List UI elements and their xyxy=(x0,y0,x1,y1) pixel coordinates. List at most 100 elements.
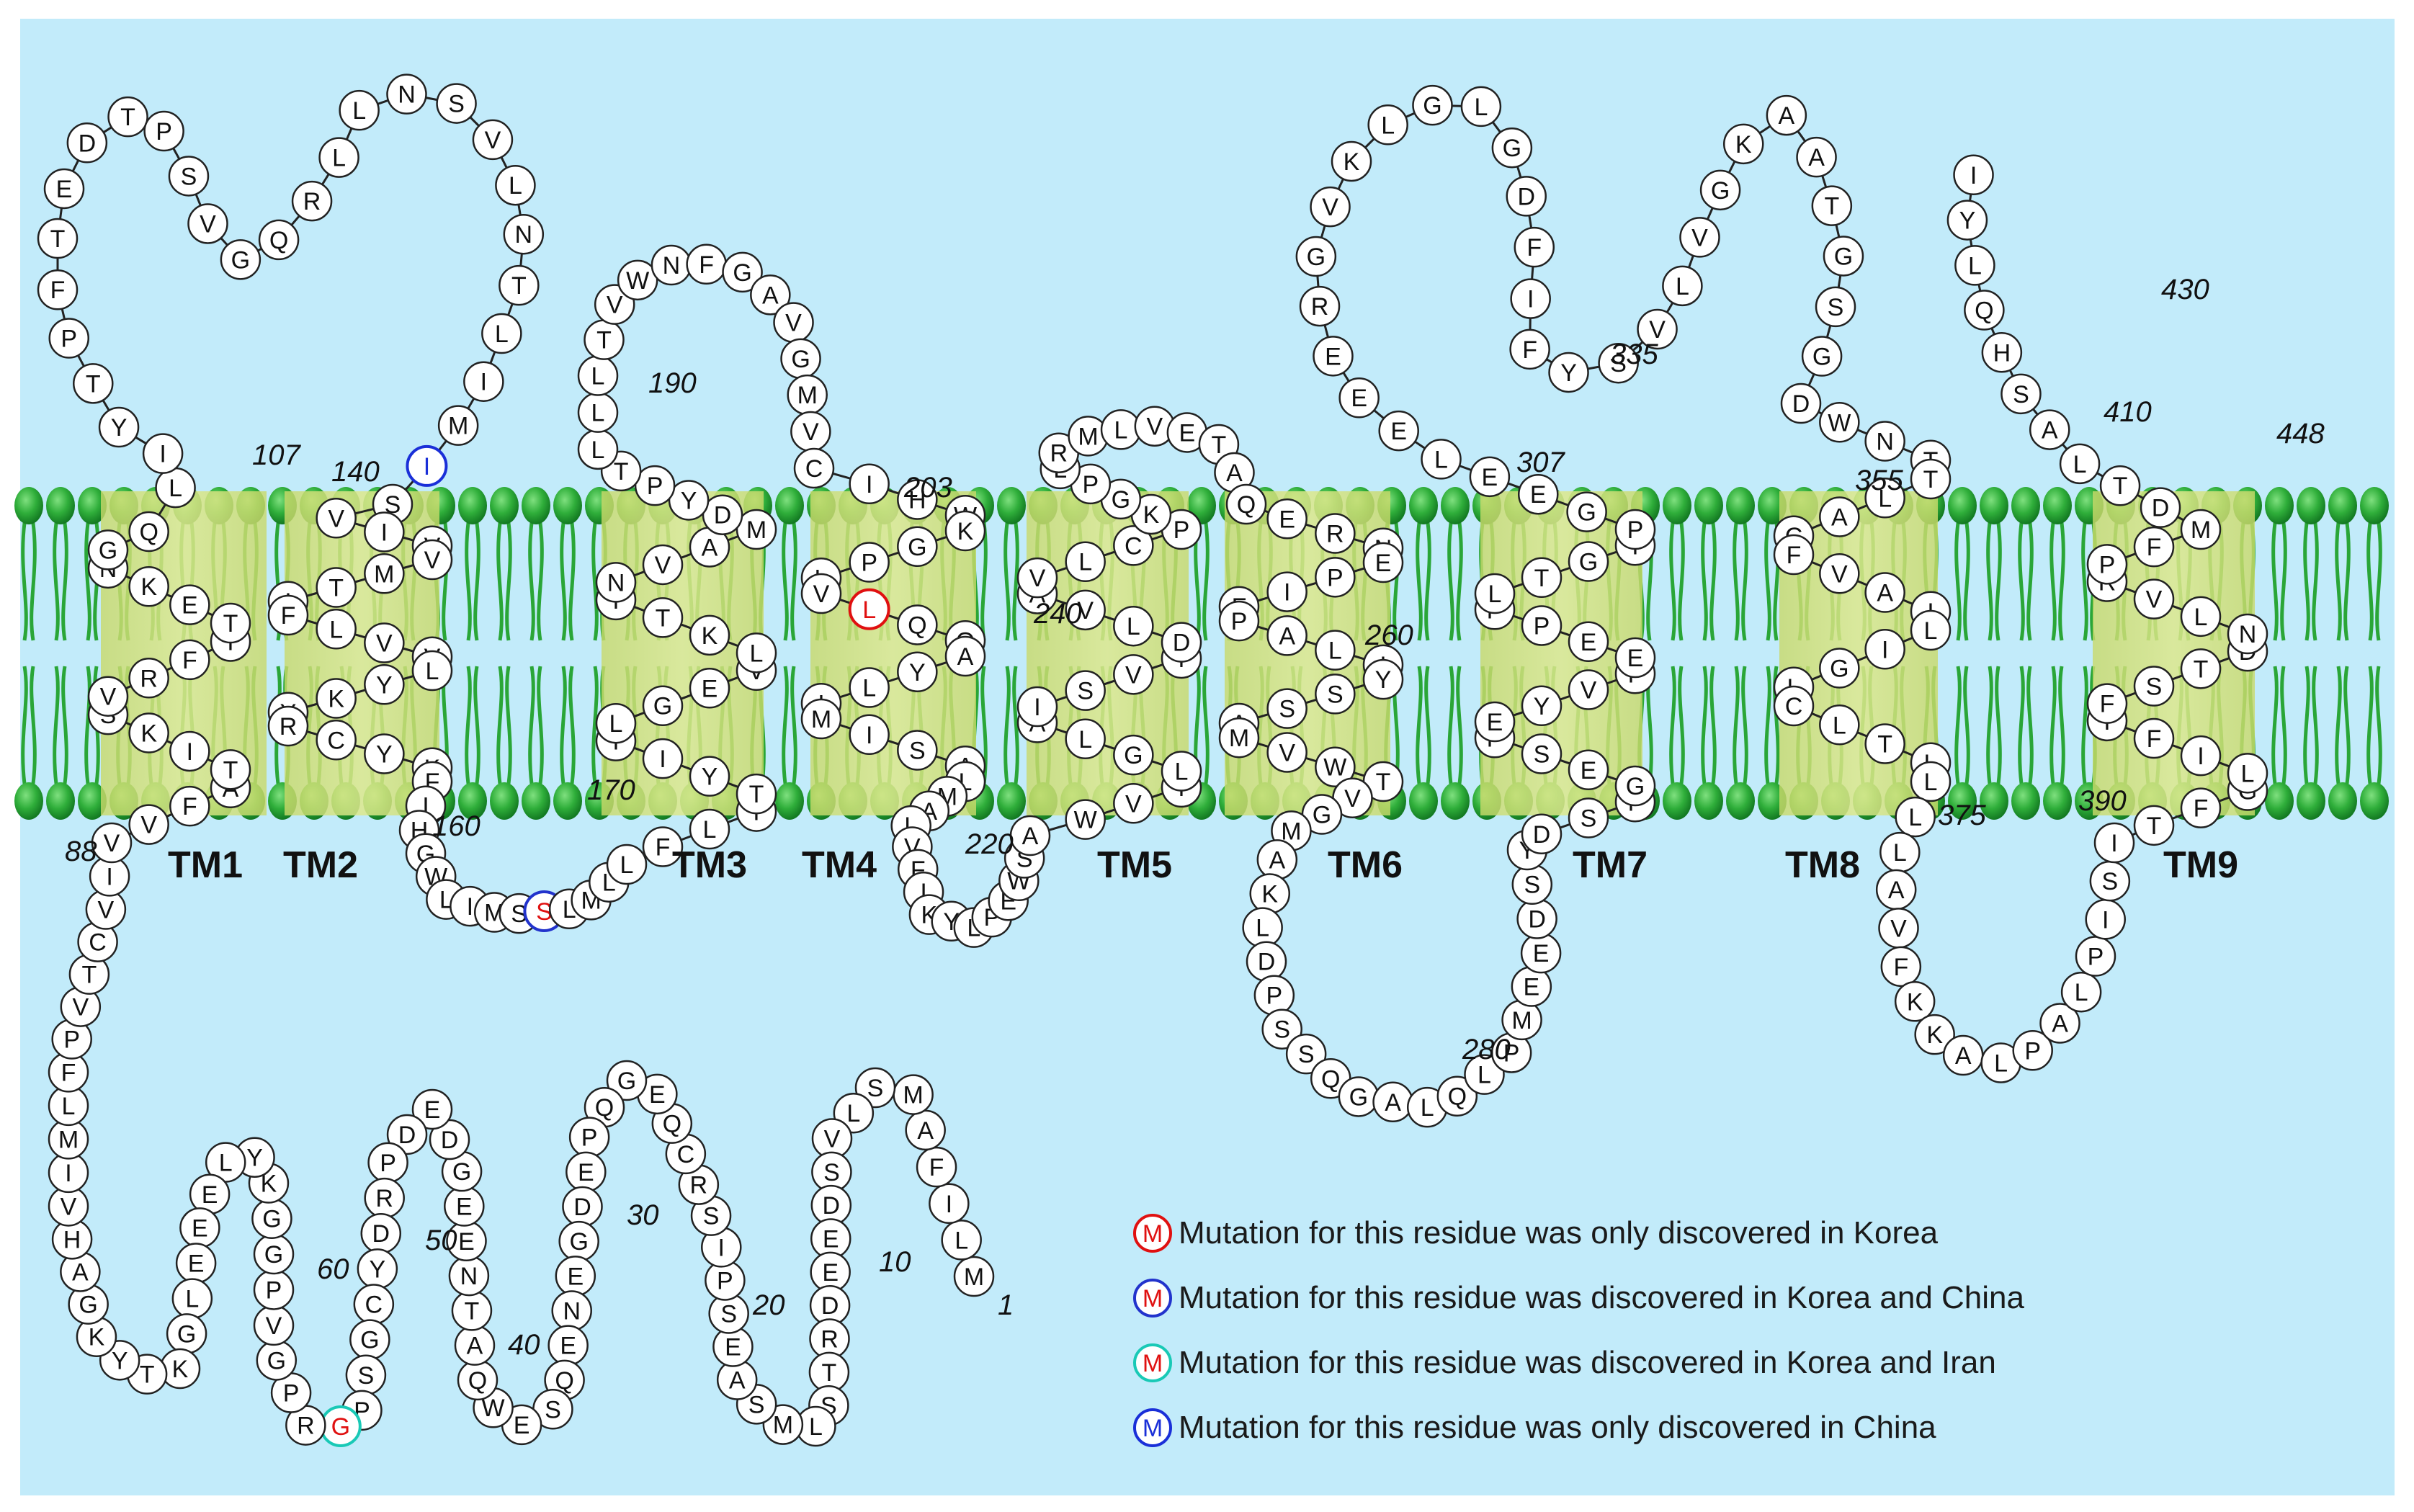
residue: V xyxy=(773,302,814,343)
svg-text:F: F xyxy=(1893,954,1908,981)
svg-text:G: G xyxy=(1577,499,1596,527)
residue: V xyxy=(642,544,684,586)
residue: V xyxy=(1568,669,1609,710)
svg-text:L: L xyxy=(1968,252,1982,279)
svg-text:A: A xyxy=(1269,846,1286,874)
svg-text:Y: Y xyxy=(1560,359,1577,387)
svg-text:D: D xyxy=(573,1194,591,1221)
residue: M xyxy=(2180,509,2222,550)
residue: G xyxy=(1295,236,1337,277)
residue: R xyxy=(364,1177,405,1219)
residue: G xyxy=(253,1233,295,1275)
svg-text:W: W xyxy=(1074,807,1097,834)
residue: V xyxy=(1310,186,1351,228)
svg-text:Y: Y xyxy=(246,1145,263,1172)
svg-text:P: P xyxy=(1174,516,1190,544)
svg-text:V: V xyxy=(785,310,802,337)
svg-text:V: V xyxy=(1125,661,1142,689)
svg-text:T: T xyxy=(1923,466,1939,493)
svg-text:C: C xyxy=(677,1141,695,1168)
svg-text:E: E xyxy=(1351,385,1367,412)
residue: P xyxy=(1614,509,1656,550)
svg-text:W: W xyxy=(626,267,649,295)
svg-text:P: P xyxy=(1534,613,1550,640)
svg-text:E: E xyxy=(702,675,718,702)
svg-text:P: P xyxy=(1231,608,1248,635)
residue: I xyxy=(463,361,504,402)
residue: Y xyxy=(897,651,938,692)
residue: R xyxy=(1038,432,1080,473)
svg-text:G: G xyxy=(1834,243,1853,270)
residue: P xyxy=(270,1372,312,1413)
svg-text:K: K xyxy=(1907,988,1923,1016)
residue: I xyxy=(929,1183,970,1225)
svg-text:S: S xyxy=(1534,741,1550,769)
svg-text:V: V xyxy=(655,552,671,579)
svg-text:T: T xyxy=(2194,656,2209,683)
svg-text:R: R xyxy=(1326,521,1344,548)
residue: I xyxy=(849,463,890,504)
svg-text:M: M xyxy=(903,1082,923,1109)
residue: F xyxy=(2180,787,2222,828)
residue: G xyxy=(642,685,684,726)
residue: V xyxy=(1679,217,1720,258)
svg-text:K: K xyxy=(702,622,718,650)
svg-text:E: E xyxy=(578,1159,594,1186)
svg-text:V: V xyxy=(104,830,120,857)
svg-text:G: G xyxy=(1423,92,1441,120)
residue: G xyxy=(780,338,821,380)
svg-text:A: A xyxy=(917,1117,934,1145)
residue: P xyxy=(143,110,184,152)
svg-text:S: S xyxy=(748,1391,765,1418)
residue: I xyxy=(1510,278,1551,319)
svg-text:E: E xyxy=(56,176,73,203)
residue: E xyxy=(637,1073,678,1115)
svg-text:S: S xyxy=(536,898,553,926)
svg-text:E: E xyxy=(1581,629,1597,656)
svg-text:P: P xyxy=(1327,564,1344,591)
svg-text:L: L xyxy=(329,616,343,643)
svg-text:P: P xyxy=(380,1150,396,1177)
svg-text:E: E xyxy=(1533,940,1550,967)
residue: L xyxy=(318,137,359,178)
svg-text:M: M xyxy=(797,382,818,409)
residue: L xyxy=(849,667,890,708)
svg-text:V: V xyxy=(200,210,216,238)
residue: W xyxy=(617,259,658,301)
residue: S xyxy=(1261,1008,1302,1050)
residue: V xyxy=(811,1118,853,1159)
svg-text:S: S xyxy=(823,1159,840,1186)
svg-text:F: F xyxy=(2147,534,2162,561)
residue: Y xyxy=(98,406,140,448)
residue: E xyxy=(565,1151,607,1193)
svg-text:Y: Y xyxy=(370,1256,386,1283)
residue: V xyxy=(1878,908,1919,949)
residue: S xyxy=(1285,1033,1327,1075)
residue: I xyxy=(1266,571,1307,612)
residue: D xyxy=(810,1184,852,1226)
residue: V xyxy=(1637,308,1678,350)
svg-text:L: L xyxy=(1127,613,1140,640)
svg-text:Y: Y xyxy=(702,764,718,791)
residue: T xyxy=(584,319,625,360)
residue: D xyxy=(360,1212,402,1254)
residue: E xyxy=(1568,621,1609,662)
residue: I xyxy=(642,738,684,779)
residue: C xyxy=(77,921,118,962)
residue: G xyxy=(1699,169,1741,211)
residue: A xyxy=(2039,1003,2080,1044)
residue: F xyxy=(686,243,727,285)
svg-text:S: S xyxy=(358,1362,375,1390)
svg-text:L: L xyxy=(495,321,509,348)
residue: S xyxy=(690,1195,732,1236)
svg-text:L: L xyxy=(1175,759,1189,786)
svg-text:S: S xyxy=(720,1301,737,1328)
residue: E xyxy=(179,1207,220,1248)
position-label: 448 xyxy=(2276,418,2325,449)
residue: W xyxy=(1065,799,1106,840)
residue: D xyxy=(66,122,108,164)
svg-text:T: T xyxy=(465,1297,480,1325)
residue: Y xyxy=(364,733,405,774)
svg-text:H: H xyxy=(908,487,926,514)
position-label: 203 xyxy=(903,472,952,504)
